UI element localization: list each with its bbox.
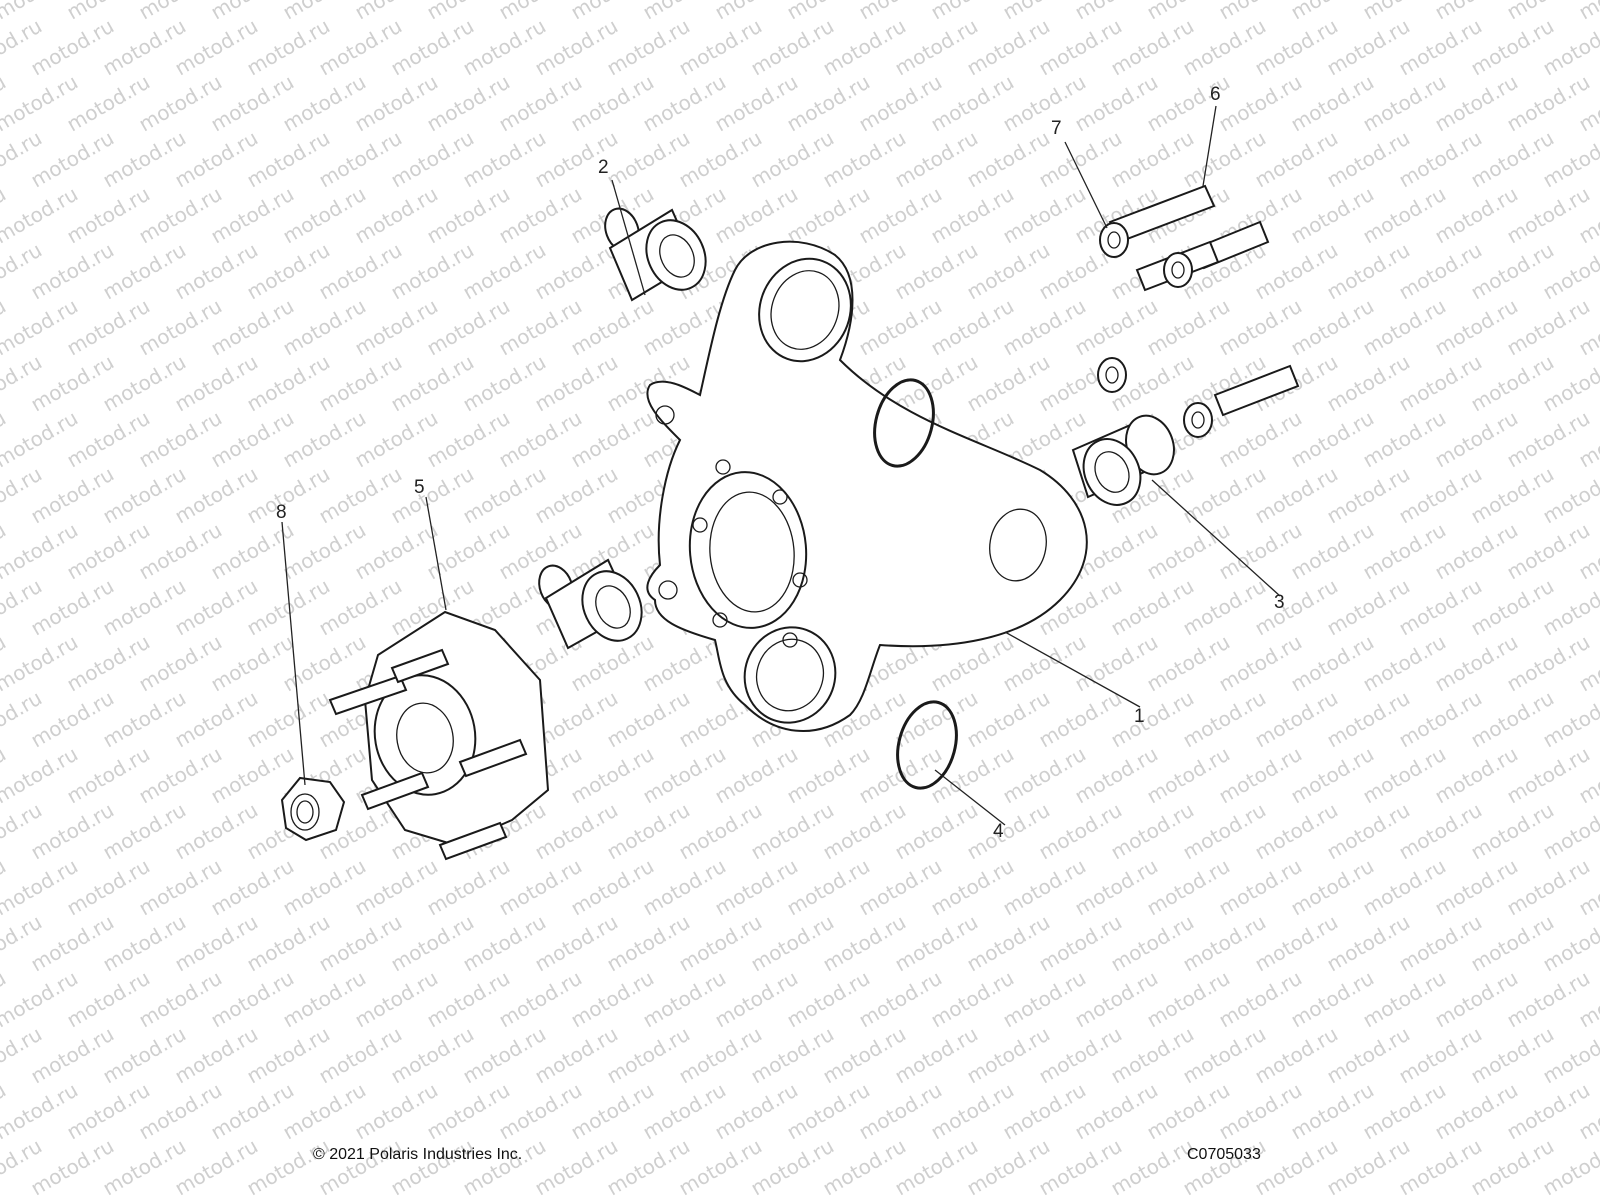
callout-labels: 1 2 3 4 5 6 7 8 (276, 84, 1285, 842)
callout-7: 7 (1051, 118, 1062, 139)
callout-3: 3 (1274, 592, 1285, 613)
callout-6: 6 (1210, 84, 1221, 105)
part-3-bushing (1071, 414, 1175, 506)
callout-2: 2 (598, 157, 609, 178)
part-4-retaining-rings (873, 378, 958, 790)
copyright-notice: © 2021 Polaris Industries Inc. (313, 1146, 523, 1163)
watermark-text: motod.ru (1575, 0, 1600, 24)
leader-lines (281, 105, 1281, 826)
part-5-wheel-hub (328, 610, 550, 861)
callout-8: 8 (276, 502, 287, 523)
part-1-bearing-carrier (646, 240, 1088, 732)
part-7-washers (1097, 222, 1213, 438)
callout-5: 5 (414, 477, 425, 498)
part-2-bushing-lower (538, 558, 643, 650)
callout-4: 4 (993, 821, 1004, 842)
part-2-bushing-upper (604, 207, 707, 302)
part-8-flange-nut (280, 776, 346, 842)
drawing-number: C0705033 (1187, 1146, 1261, 1163)
callout-1: 1 (1134, 706, 1145, 727)
